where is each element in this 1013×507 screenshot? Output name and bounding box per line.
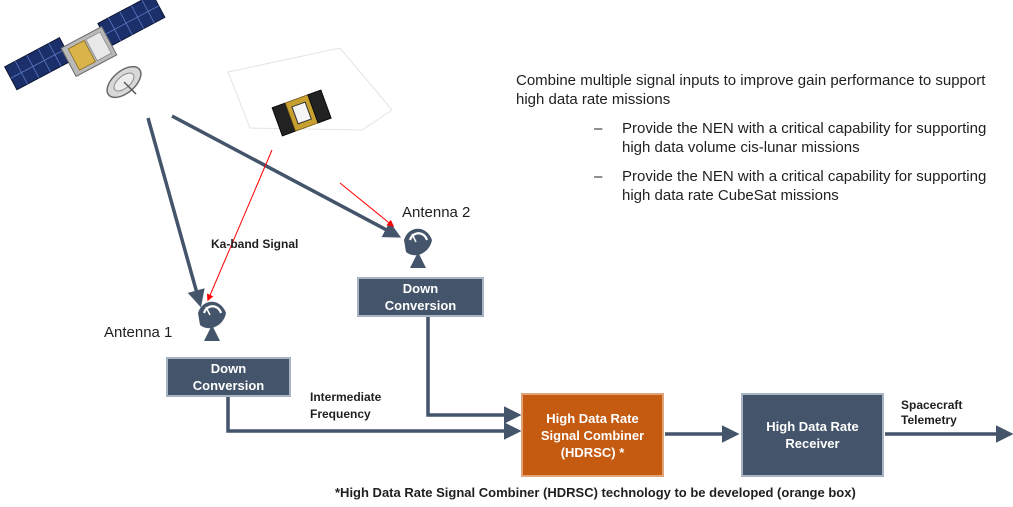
satellite-icon (4, 0, 166, 99)
dish-antenna-icon (198, 301, 226, 341)
antenna-1-label: Antenna 1 (104, 324, 173, 341)
objective-bullet: – Provide the NEN with a critical capabi… (594, 167, 996, 205)
spacecraft-telemetry-line-2: Telemetry (901, 413, 957, 427)
cubesat-photo-frame (227, 47, 393, 131)
receiver-box: High Data Rate Receiver (741, 393, 884, 477)
ka-band-signal-label: Ka-band Signal (211, 237, 299, 251)
footnote: *High Data Rate Signal Combiner (HDRSC) … (335, 485, 856, 500)
satellite-to-antenna1-link (146, 117, 205, 308)
down-conversion-1-line-1: Down (210, 361, 247, 376)
down-conversion-1-to-hdrsc-flow (226, 394, 522, 440)
objective-intro: Combine multiple signal inputs to improv… (516, 72, 986, 108)
objective-text: Combine multiple signal inputs to improv… (516, 71, 996, 215)
bullet-dash: – (594, 168, 603, 185)
down-conversion-box-1: Down Conversion (166, 357, 291, 397)
down-conversion-2-line-1: Down (402, 281, 439, 296)
bullet-dash: – (594, 120, 603, 137)
down-conversion-box-2: Down Conversion (357, 277, 484, 317)
receiver-line-2: Receiver (785, 436, 840, 451)
intermediate-frequency-line-2: Frequency (310, 407, 371, 421)
down-conversion-2-line-2: Conversion (384, 298, 457, 313)
down-conversion-2-to-hdrsc-flow (426, 315, 522, 424)
objective-bullets: – Provide the NEN with a critical capabi… (594, 119, 996, 205)
antenna-2-label: Antenna 2 (402, 204, 471, 221)
objective-bullet-text: Provide the NEN with a critical capabili… (622, 168, 987, 204)
hdrsc-line-3: (HDRSC) * (560, 444, 625, 460)
spacecraft-telemetry-label: Spacecraft Telemetry (901, 398, 962, 428)
objective-bullet-text: Provide the NEN with a critical capabili… (622, 120, 987, 156)
satellite-to-antenna2-link (171, 114, 402, 238)
hdrsc-box: High Data Rate Signal Combiner (HDRSC) * (521, 393, 664, 477)
cubesat-icon (271, 89, 332, 137)
dish-antenna-icon (404, 228, 432, 268)
intermediate-frequency-label: Intermediate Frequency (310, 389, 381, 423)
down-conversion-1-line-2: Conversion (192, 378, 265, 393)
spacecraft-telemetry-line-1: Spacecraft (901, 398, 963, 412)
cubesat-to-antenna2-signal (339, 182, 395, 227)
intermediate-frequency-line-1: Intermediate (310, 390, 382, 404)
receiver-line-1: High Data Rate (766, 419, 859, 434)
objective-bullet: – Provide the NEN with a critical capabi… (594, 119, 996, 157)
cubesat-to-antenna1-signal (206, 149, 273, 302)
hdrsc-line-2: Signal Combiner (540, 427, 645, 443)
hdrsc-line-1: High Data Rate (546, 410, 639, 426)
